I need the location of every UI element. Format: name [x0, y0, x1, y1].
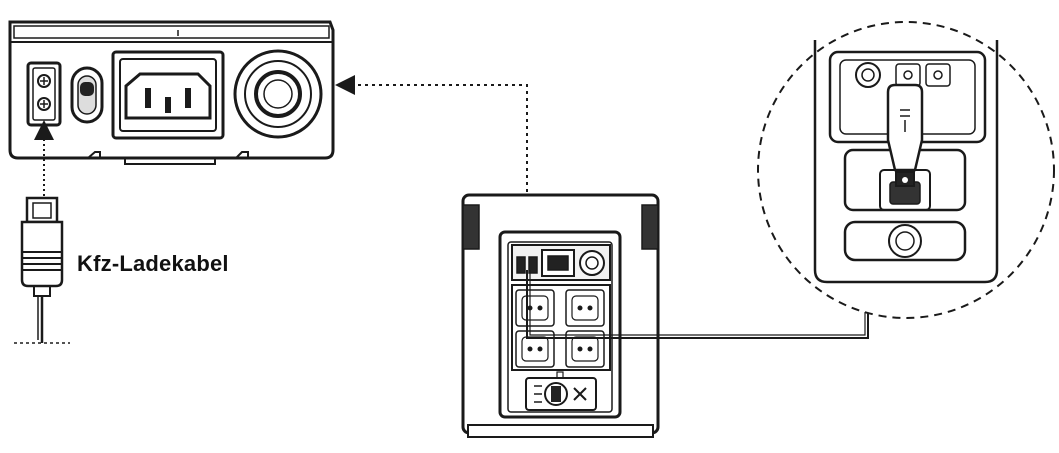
- power-station-unit: [461, 193, 660, 438]
- outlet-icon: [515, 289, 555, 327]
- cable-label: Kfz-Ladekabel: [77, 251, 229, 276]
- car-charger-plug-icon: [20, 196, 64, 343]
- round-connector-icon: [233, 49, 323, 139]
- ac-input-socket-icon: [111, 50, 225, 140]
- power-switch-icon: [525, 377, 597, 411]
- car-charger-plug-icon: [886, 83, 924, 187]
- xt60-port-icon: [70, 66, 104, 124]
- outlet-icon: [565, 289, 605, 327]
- outlet-icon: [565, 330, 605, 368]
- outlet-icon: [515, 330, 555, 368]
- car-charging-port-icon: [26, 61, 62, 127]
